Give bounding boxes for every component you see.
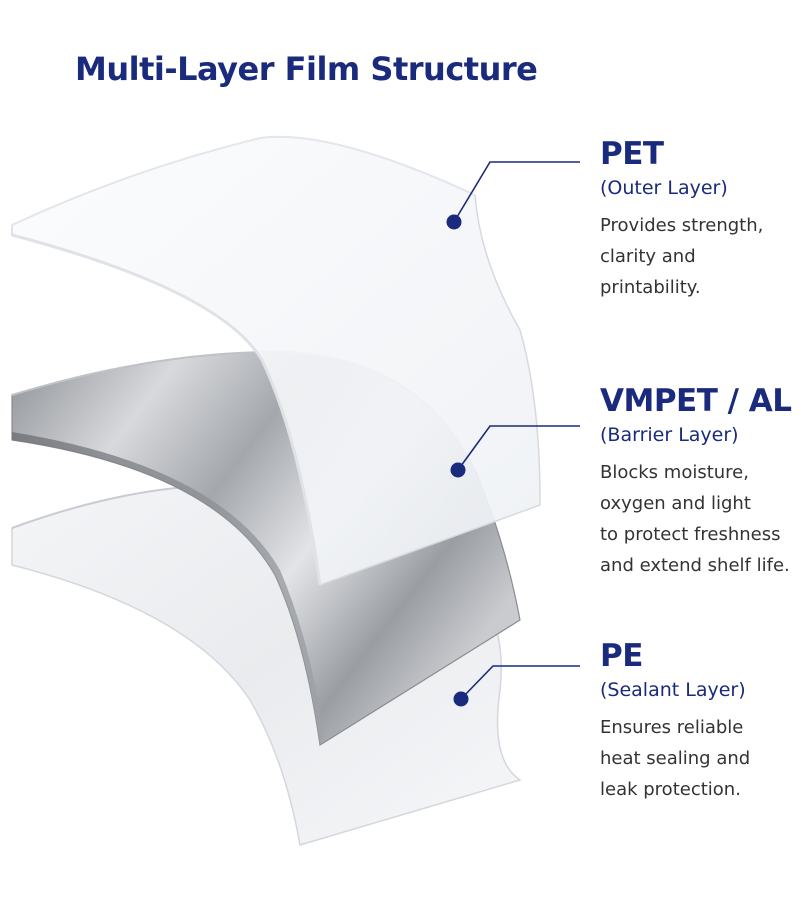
pe-marker-dot [453,691,469,707]
pe-label: PE (Sealant Layer) Ensures reliable heat… [600,636,750,805]
pet-marker-dot [446,214,462,230]
pet-layer-name: PET [600,136,664,172]
pe-layer-role: (Sealant Layer) [600,679,746,701]
pet-desc-line: clarity and [600,246,696,267]
barrier-layer-name: VMPET / AL [600,383,792,419]
barrier-desc-line: to protect freshness [600,524,781,545]
pet-sheet [11,135,541,587]
pet-callout [446,161,580,230]
pe-layer-name: PE [600,638,643,674]
barrier-callout [450,425,580,478]
pet-label: PET (Outer Layer) Provides strength, cla… [600,134,763,303]
pe-desc-line: heat sealing and [600,748,751,769]
barrier-marker-dot [450,462,466,478]
barrier-desc-line: Blocks moisture, [600,462,749,483]
page-title: Multi-Layer Film Structure [75,50,538,88]
pet-desc-line: Provides strength, [600,215,764,236]
pe-desc-line: Ensures reliable [600,717,744,738]
pet-desc-line: printability. [600,277,701,298]
pe-desc-line: leak protection. [600,779,741,800]
pet-layer-description: Provides strength, clarity and printabil… [600,210,763,303]
barrier-desc-line: and extend shelf life. [600,555,790,576]
barrier-layer-description: Blocks moisture, oxygen and light to pro… [600,457,792,581]
barrier-layer-role: (Barrier Layer) [600,424,739,446]
barrier-desc-line: oxygen and light [600,493,751,514]
pe-callout [453,665,580,707]
pet-layer-role: (Outer Layer) [600,177,728,199]
pe-layer-description: Ensures reliable heat sealing and leak p… [600,712,750,805]
barrier-label: VMPET / AL (Barrier Layer) Blocks moistu… [600,381,792,581]
